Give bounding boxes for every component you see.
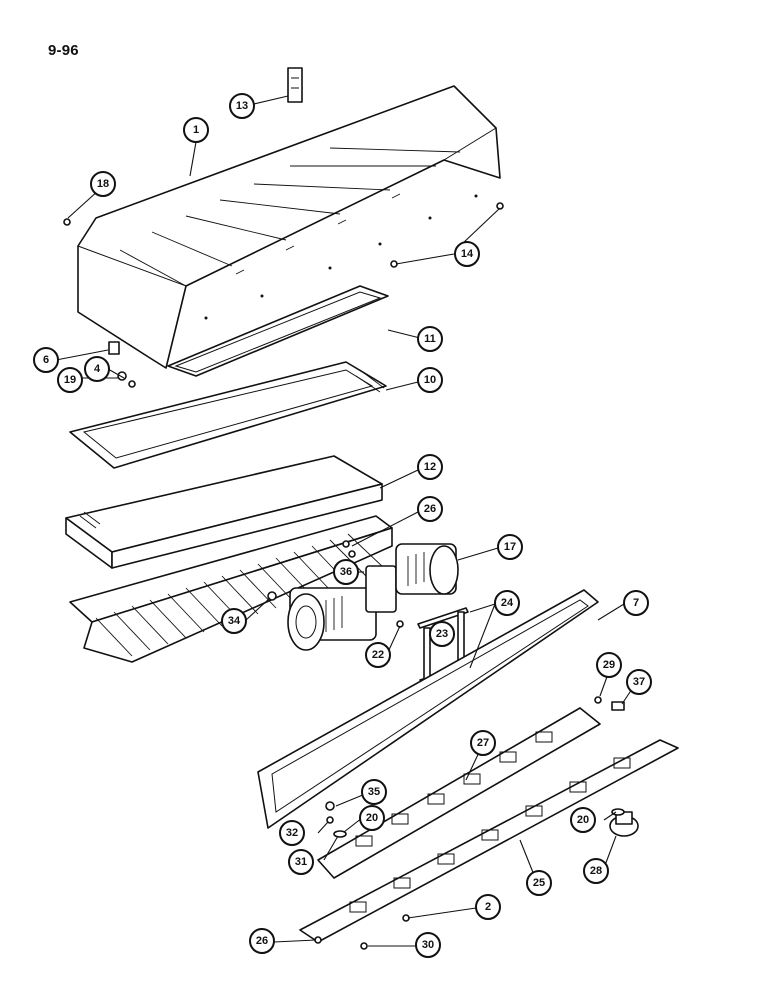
callout-28: 28 (583, 858, 609, 884)
callout-26-upper-label: 26 (424, 503, 436, 515)
callout-36-label: 36 (340, 566, 352, 578)
cover-housing (77, 85, 501, 369)
callout-20-right: 20 (570, 807, 596, 833)
callout-23-label: 23 (436, 628, 448, 640)
callout-32-label: 32 (286, 827, 298, 839)
callout-1: 1 (183, 117, 209, 143)
lower-louver-plate (299, 739, 679, 943)
callout-12: 12 (417, 454, 443, 480)
callout-29-label: 29 (603, 659, 615, 671)
callout-10: 10 (417, 367, 443, 393)
callout-22-label: 22 (372, 649, 384, 661)
callout-37: 37 (626, 669, 652, 695)
callout-11: 11 (417, 326, 443, 352)
callout-6: 6 (33, 347, 59, 373)
callout-18-label: 18 (97, 178, 109, 190)
callout-30: 30 (415, 932, 441, 958)
callout-19-label: 19 (64, 374, 76, 386)
callout-34: 34 (221, 608, 247, 634)
callout-10-label: 10 (424, 374, 436, 386)
blower-motor-assembly (287, 543, 459, 651)
small-hardware (63, 202, 625, 950)
large-gasket (257, 589, 599, 829)
callout-20-left-label: 20 (366, 812, 378, 824)
callout-20-right-label: 20 (577, 814, 589, 826)
callout-26-lower: 26 (249, 928, 275, 954)
callout-20-left: 20 (359, 805, 385, 831)
callout-17-label: 17 (504, 541, 516, 553)
callout-35: 35 (361, 779, 387, 805)
callout-24: 24 (494, 590, 520, 616)
callout-24-label: 24 (501, 597, 514, 609)
callout-32: 32 (279, 820, 305, 846)
callout-7: 7 (623, 590, 649, 616)
callout-31: 31 (288, 849, 314, 875)
control-knob (609, 811, 639, 837)
callout-28-label: 28 (590, 865, 602, 877)
callout-36: 36 (333, 559, 359, 585)
callout-4-label: 4 (94, 363, 101, 375)
callout-25: 25 (526, 870, 552, 896)
callout-2: 2 (475, 894, 501, 920)
callout-14-label: 14 (461, 248, 474, 260)
callout-35-label: 35 (368, 786, 380, 798)
callout-11-label: 11 (424, 333, 436, 345)
callout-37-label: 37 (633, 676, 645, 688)
callout-29: 29 (596, 652, 622, 678)
callout-17: 17 (497, 534, 523, 560)
callout-26-upper: 26 (417, 496, 443, 522)
upper-louver-plate (317, 707, 601, 879)
callout-22: 22 (365, 642, 391, 668)
callout-26-lower-label: 26 (256, 935, 268, 947)
callout-6-label: 6 (43, 354, 49, 366)
callout-31-label: 31 (295, 856, 307, 868)
callout-13-label: 13 (236, 100, 248, 112)
callout-1-label: 1 (193, 124, 199, 136)
callout-27: 27 (470, 730, 496, 756)
filter-box (65, 455, 383, 569)
clip-part (287, 67, 303, 103)
callout-4: 4 (84, 356, 110, 382)
gasket-strip (167, 285, 389, 377)
callout-25-label: 25 (533, 877, 545, 889)
callout-27-label: 27 (477, 737, 489, 749)
callout-2-label: 2 (485, 901, 491, 913)
callout-14: 14 (454, 241, 480, 267)
callout-34-label: 34 (228, 615, 241, 627)
callout-23: 23 (429, 621, 455, 647)
callout-18: 18 (90, 171, 116, 197)
callout-12-label: 12 (424, 461, 436, 473)
page-number: 9-96 (48, 42, 79, 59)
callout-13: 13 (229, 93, 255, 119)
filter-frame (69, 361, 387, 469)
callout-19: 19 (57, 367, 83, 393)
callout-30-label: 30 (422, 939, 434, 951)
callout-7-label: 7 (633, 597, 639, 609)
